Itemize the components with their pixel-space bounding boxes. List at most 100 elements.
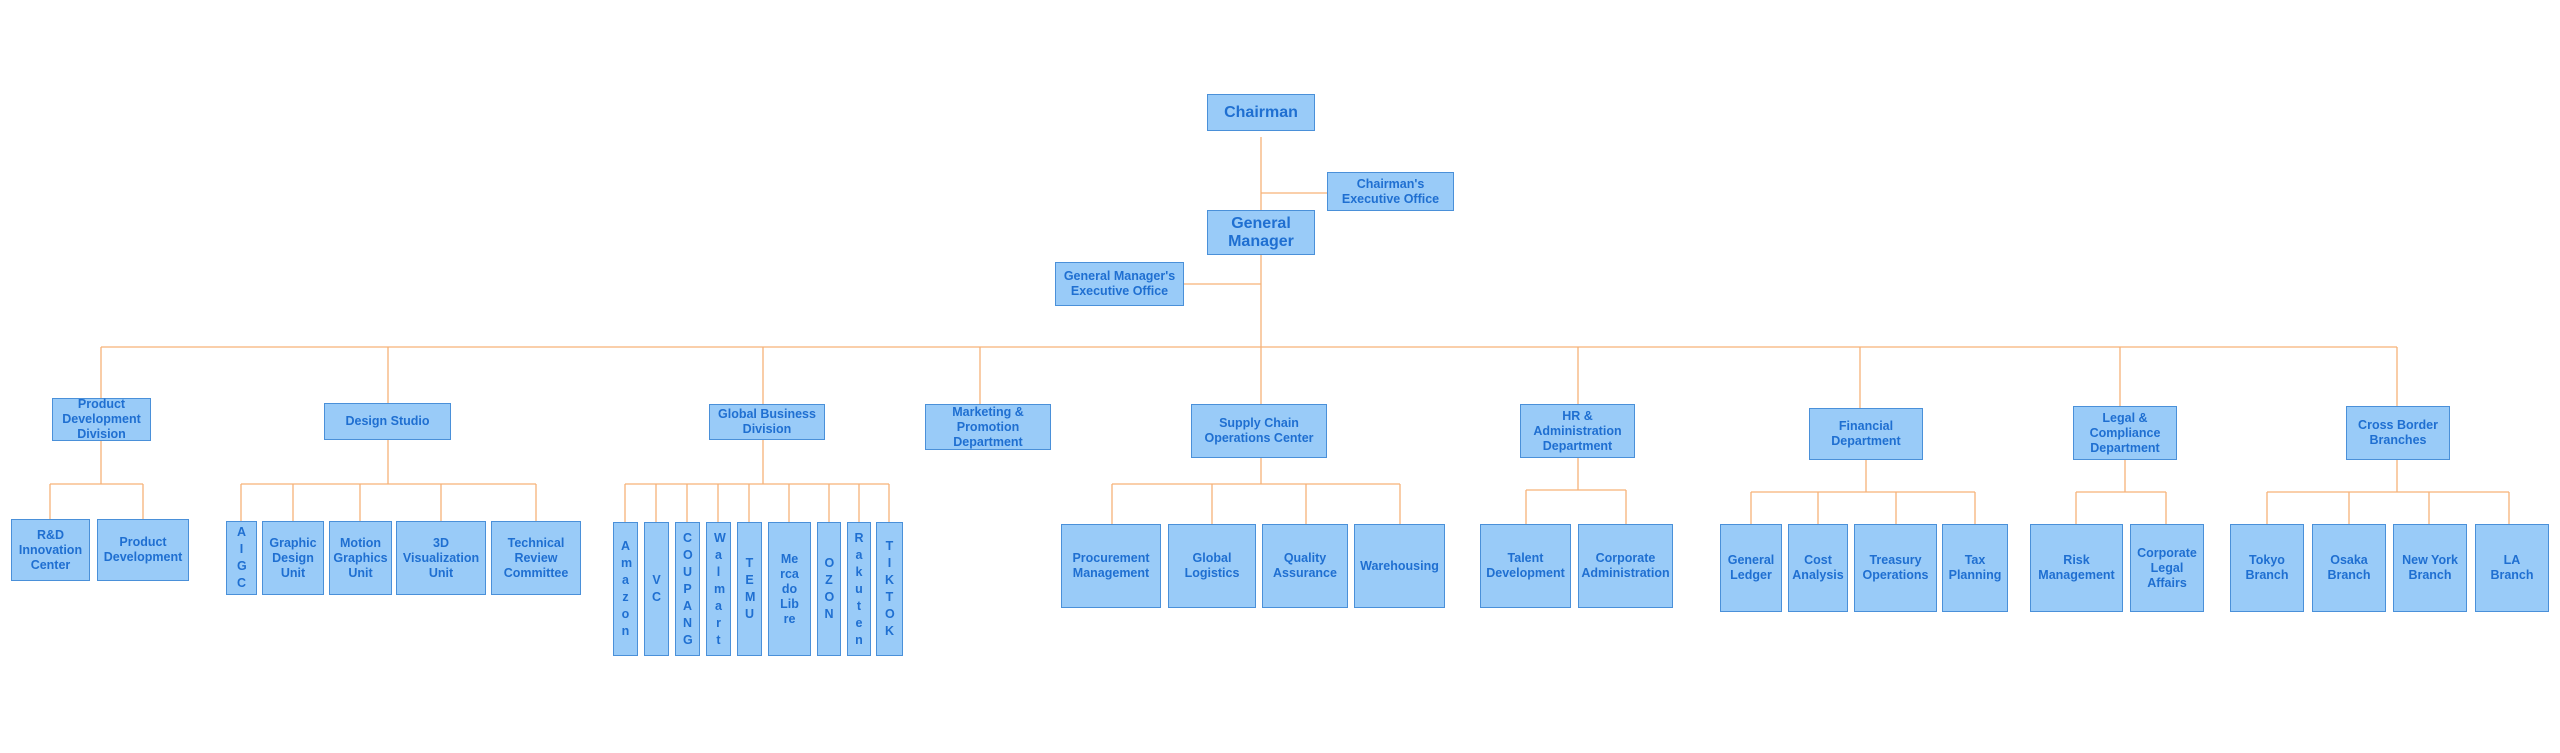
node-label: Tax Planning <box>1948 553 2002 582</box>
node-label: General Ledger <box>1727 553 1775 582</box>
tokyo-branch-node[interactable]: Tokyo Branch <box>2230 524 2304 612</box>
la-branch-node[interactable]: LA Branch <box>2475 524 2549 612</box>
node-label: R&D Innovation Center <box>18 527 83 572</box>
node-label: Talent Development <box>1486 551 1565 580</box>
node-label: Supply Chain Operations Center <box>1204 416 1314 445</box>
node-label: Chairman's Executive Office <box>1341 176 1440 206</box>
risk-management-node[interactable]: Risk Management <box>2030 524 2123 612</box>
osaka-branch-node[interactable]: Osaka Branch <box>2312 524 2386 612</box>
global-business-division-node[interactable]: Global Business Division <box>709 404 825 440</box>
connector-line <box>1525 458 1627 524</box>
treasury-operations-node[interactable]: Treasury Operations <box>1854 524 1937 612</box>
corporate-legal-affairs-node[interactable]: Corporate Legal Affairs <box>2130 524 2204 612</box>
3d-visualization-unit-node[interactable]: 3D Visualization Unit <box>396 521 486 595</box>
cross-border-branches-node[interactable]: Cross Border Branches <box>2346 406 2450 460</box>
aigc-node[interactable]: AIGC <box>226 521 257 595</box>
chairman-executive-office-node[interactable]: Chairman's Executive Office <box>1327 172 1454 211</box>
node-label: Treasury Operations <box>1862 553 1929 582</box>
cost-analysis-node[interactable]: Cost Analysis <box>1788 524 1848 612</box>
motion-graphics-unit-node[interactable]: Motion Graphics Unit <box>329 521 392 595</box>
node-label: Product Development Division <box>62 397 141 441</box>
connector-line <box>1111 458 1401 524</box>
general-ledger-node[interactable]: General Ledger <box>1720 524 1782 612</box>
financial-department-node[interactable]: Financial Department <box>1809 408 1923 460</box>
node-label: Motion Graphics Unit <box>333 535 388 580</box>
node-label: HR & Administration Department <box>1533 408 1622 453</box>
node-label: Warehousing <box>1360 558 1439 573</box>
corporate-administration-node[interactable]: Corporate Administration <box>1578 524 1673 608</box>
vc-node[interactable]: VC <box>644 522 669 656</box>
node-label: Financial Department <box>1831 419 1901 448</box>
mercado-libre-node[interactable]: MercadoLibre <box>768 522 811 656</box>
legal-compliance-department-node[interactable]: Legal & Compliance Department <box>2073 406 2177 460</box>
node-label: Cross Border Branches <box>2358 418 2438 447</box>
node-label: 3D Visualization Unit <box>402 535 480 580</box>
node-label: OZON <box>824 556 835 621</box>
node-label: Legal & Compliance Department <box>2089 410 2161 455</box>
rd-innovation-center-node[interactable]: R&D Innovation Center <box>11 519 90 581</box>
node-label: MercadoLibre <box>780 551 799 626</box>
node-label: Amazon <box>621 539 633 638</box>
new-york-branch-node[interactable]: New York Branch <box>2393 524 2467 612</box>
connector-line <box>624 440 890 522</box>
node-label: Procurement Management <box>1072 551 1150 580</box>
node-label: VC <box>652 573 662 604</box>
global-logistics-node[interactable]: Global Logistics <box>1168 524 1256 608</box>
node-label: Corporate Administration <box>1581 551 1670 580</box>
rakuten-node[interactable]: Rakuten <box>847 522 871 656</box>
ozon-node[interactable]: OZON <box>817 522 841 656</box>
node-label: Cost Analysis <box>1792 553 1844 582</box>
node-label: Tokyo Branch <box>2245 553 2289 582</box>
hr-administration-department-node[interactable]: HR & Administration Department <box>1520 404 1635 458</box>
node-label: Marketing & Promotion Department <box>952 404 1024 449</box>
coupang-node[interactable]: COUPANG <box>675 522 700 656</box>
gm-executive-office-node[interactable]: General Manager's Executive Office <box>1055 262 1184 306</box>
talent-development-node[interactable]: Talent Development <box>1480 524 1571 608</box>
node-label: Chairman <box>1224 103 1298 121</box>
node-label: Corporate Legal Affairs <box>2137 545 2197 590</box>
node-label: Rakuten <box>854 530 864 647</box>
tiktok-node[interactable]: TIKTOK <box>876 522 903 656</box>
node-label: LA Branch <box>2490 553 2534 582</box>
node-label: Risk Management <box>2038 553 2115 582</box>
product-development-node[interactable]: Product Development <box>97 519 189 581</box>
node-label: General Manager <box>1228 214 1294 250</box>
chairman-node[interactable]: Chairman <box>1207 94 1315 131</box>
node-label: Global Business Division <box>718 407 816 436</box>
node-label: New York Branch <box>2402 553 2458 582</box>
tax-planning-node[interactable]: Tax Planning <box>1942 524 2008 612</box>
product-development-division-node[interactable]: Product Development Division <box>52 397 151 441</box>
node-label: Design Studio <box>345 414 430 428</box>
quality-assurance-node[interactable]: Quality Assurance <box>1262 524 1348 608</box>
connector-line <box>1750 460 1976 524</box>
node-label: Walmart <box>714 530 726 647</box>
technical-review-committee-node[interactable]: Technical Review Committee <box>491 521 581 595</box>
node-label: Graphic Design Unit <box>269 535 317 580</box>
graphic-design-unit-node[interactable]: Graphic Design Unit <box>262 521 324 595</box>
warehousing-node[interactable]: Warehousing <box>1354 524 1445 608</box>
connector-line <box>2075 460 2167 524</box>
node-label: Quality Assurance <box>1273 551 1337 580</box>
connector-line <box>240 440 537 521</box>
node-label: TIKTOK <box>885 539 895 638</box>
walmart-node[interactable]: Walmart <box>706 522 731 656</box>
node-label: Osaka Branch <box>2327 553 2371 582</box>
node-label: AIGC <box>237 525 247 590</box>
node-label: Technical Review Committee <box>503 535 569 580</box>
supply-chain-operations-center-node[interactable]: Supply Chain Operations Center <box>1191 404 1327 458</box>
design-studio-node[interactable]: Design Studio <box>324 403 451 440</box>
marketing-promotion-department-node[interactable]: Marketing & Promotion Department <box>925 404 1051 450</box>
amazon-node[interactable]: Amazon <box>613 522 638 656</box>
temu-node[interactable]: TEMU <box>737 522 762 656</box>
node-label: Product Development <box>103 535 183 564</box>
node-label: Global Logistics <box>1184 551 1240 580</box>
general-manager-node[interactable]: General Manager <box>1207 210 1315 255</box>
node-label: TEMU <box>745 556 756 621</box>
procurement-management-node[interactable]: Procurement Management <box>1061 524 1161 608</box>
connector-line <box>100 347 2398 408</box>
node-label: COUPANG <box>683 530 693 647</box>
connector-line <box>49 441 144 519</box>
connector-line <box>2266 460 2510 524</box>
